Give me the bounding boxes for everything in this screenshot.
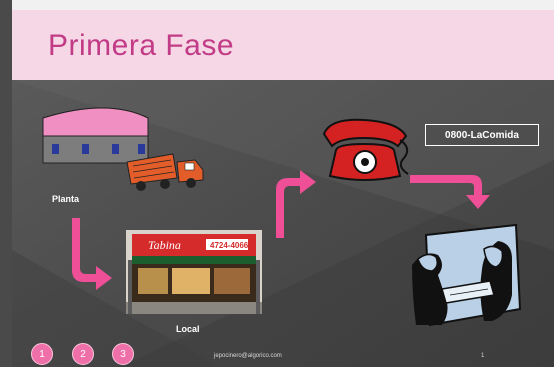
slide-title: Primera Fase (48, 29, 235, 62)
local-label: Local (176, 324, 200, 334)
storefront-brand: Tabina (148, 238, 181, 252)
storefront-photo: Tabina 4724-4066 (126, 230, 262, 314)
arrow-plant-to-local (72, 218, 112, 290)
storefront-phone: 4724-4066 (210, 241, 249, 250)
nav-button-1[interactable]: 1 (31, 343, 53, 365)
customer-handoff-icon (412, 223, 522, 327)
left-edge (0, 0, 12, 367)
top-strip (0, 0, 554, 10)
arrow-local-to-phone (276, 170, 316, 238)
plant-label: Planta (52, 194, 80, 204)
footer-email: jepocinero@algorico.com (214, 353, 282, 359)
arrow-phone-to-customer (410, 175, 490, 209)
nav-button-3[interactable]: 3 (112, 343, 134, 365)
telephone-icon (322, 118, 409, 181)
warehouse-icon (42, 107, 149, 164)
phone-number-box: 0800-LaComida (425, 124, 539, 146)
nav-button-2[interactable]: 2 (72, 343, 94, 365)
delivery-truck-icon (126, 153, 204, 191)
page-number: 1 (481, 353, 485, 359)
title-band (12, 10, 554, 80)
